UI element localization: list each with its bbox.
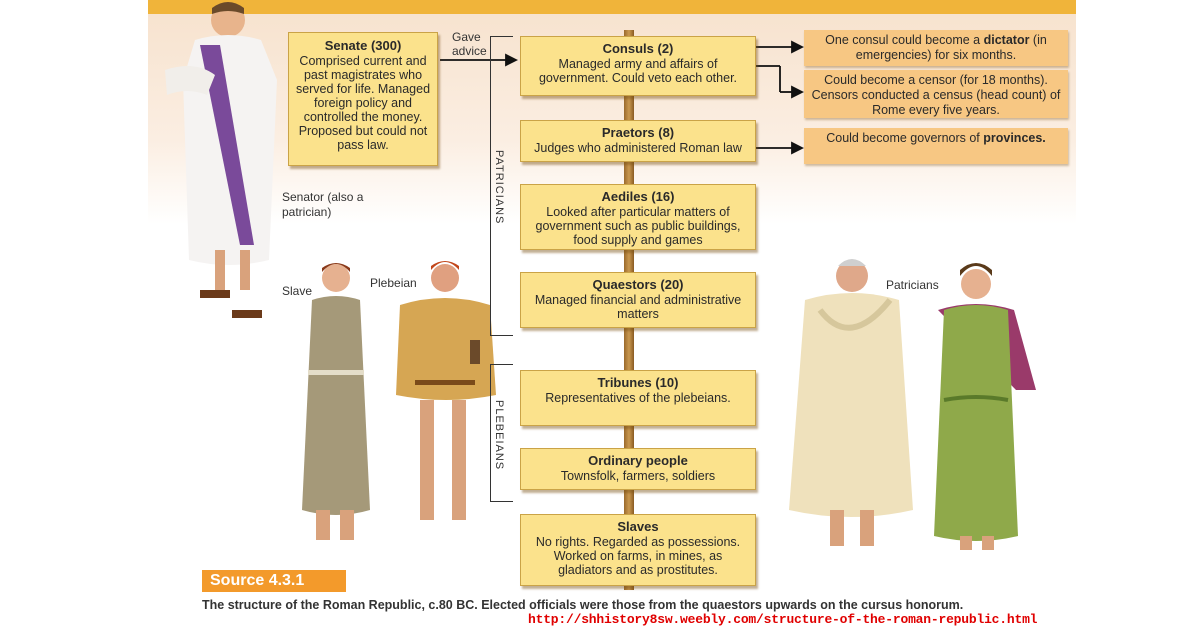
plebeians-group-label: PLEBEIANS	[493, 400, 505, 471]
patricians-bracket	[490, 36, 513, 336]
office-plank-aediles: Aediles (16) Looked after particular mat…	[520, 184, 756, 250]
office-description: Managed financial and administrative mat…	[534, 293, 742, 321]
office-title: Tribunes (10)	[597, 375, 679, 390]
censor-note: Could become a censor (for 18 months). C…	[804, 70, 1068, 118]
female-patrician-figure	[934, 263, 1036, 550]
source-badge: Source 4.3.1	[202, 570, 346, 592]
patricians-group-label: PATRICIANS	[493, 150, 505, 225]
dictator-note: One consul could become a dictator (in e…	[804, 30, 1068, 66]
senate-title: Senate (300)	[324, 38, 402, 53]
plebeians-bracket	[490, 364, 513, 502]
male-patrician-figure	[789, 259, 913, 546]
office-title: Quaestors (20)	[592, 277, 684, 292]
office-plank-quaestors: Quaestors (20) Managed financial and adm…	[520, 272, 756, 328]
office-title: Consuls (2)	[602, 41, 674, 56]
connector-arrows	[440, 40, 805, 155]
office-description: Managed army and affairs of government. …	[538, 57, 738, 85]
office-description: Judges who administered Roman law	[534, 141, 742, 155]
slave-figure	[302, 263, 370, 540]
slave-label: Slave	[282, 284, 313, 298]
office-description: No rights. Regarded as possessions. Work…	[535, 535, 741, 577]
senate-description: Comprised current and past magistrates w…	[295, 54, 431, 152]
plebeian-figure	[396, 261, 496, 520]
senate-plank: Senate (300) Comprised current and past …	[288, 32, 438, 166]
office-title: Slaves	[617, 519, 659, 534]
office-plank-ordinary-people: Ordinary people Townsfolk, farmers, sold…	[520, 448, 756, 490]
figure-caption: The structure of the Roman Republic, c.8…	[202, 598, 964, 612]
office-description: Looked after particular matters of gover…	[535, 205, 741, 247]
plebeian-label: Plebeian	[370, 276, 417, 290]
office-title: Aediles (16)	[601, 189, 675, 204]
office-description: Representatives of the plebeians.	[545, 391, 731, 405]
source-url-link[interactable]: http://shhistory8sw.weebly.com/structure…	[528, 612, 1038, 627]
office-plank-praetors: Praetors (8) Judges who administered Rom…	[520, 120, 756, 162]
patricians-label: Patricians	[886, 278, 939, 292]
senator-figure	[165, 2, 277, 318]
office-title: Praetors (8)	[601, 125, 675, 140]
office-plank-tribunes: Tribunes (10) Representatives of the ple…	[520, 370, 756, 426]
office-plank-slaves: Slaves No rights. Regarded as possession…	[520, 514, 756, 586]
gave-advice-label: Gave advice	[452, 30, 487, 58]
governor-note: Could become governors of provinces.	[804, 128, 1068, 164]
office-description: Townsfolk, farmers, soldiers	[560, 469, 716, 483]
office-plank-consuls: Consuls (2) Managed army and affairs of …	[520, 36, 756, 96]
office-title: Ordinary people	[588, 453, 688, 468]
top-accent-bar	[148, 0, 1076, 14]
senator-label: Senator (also a patrician)	[282, 190, 364, 219]
